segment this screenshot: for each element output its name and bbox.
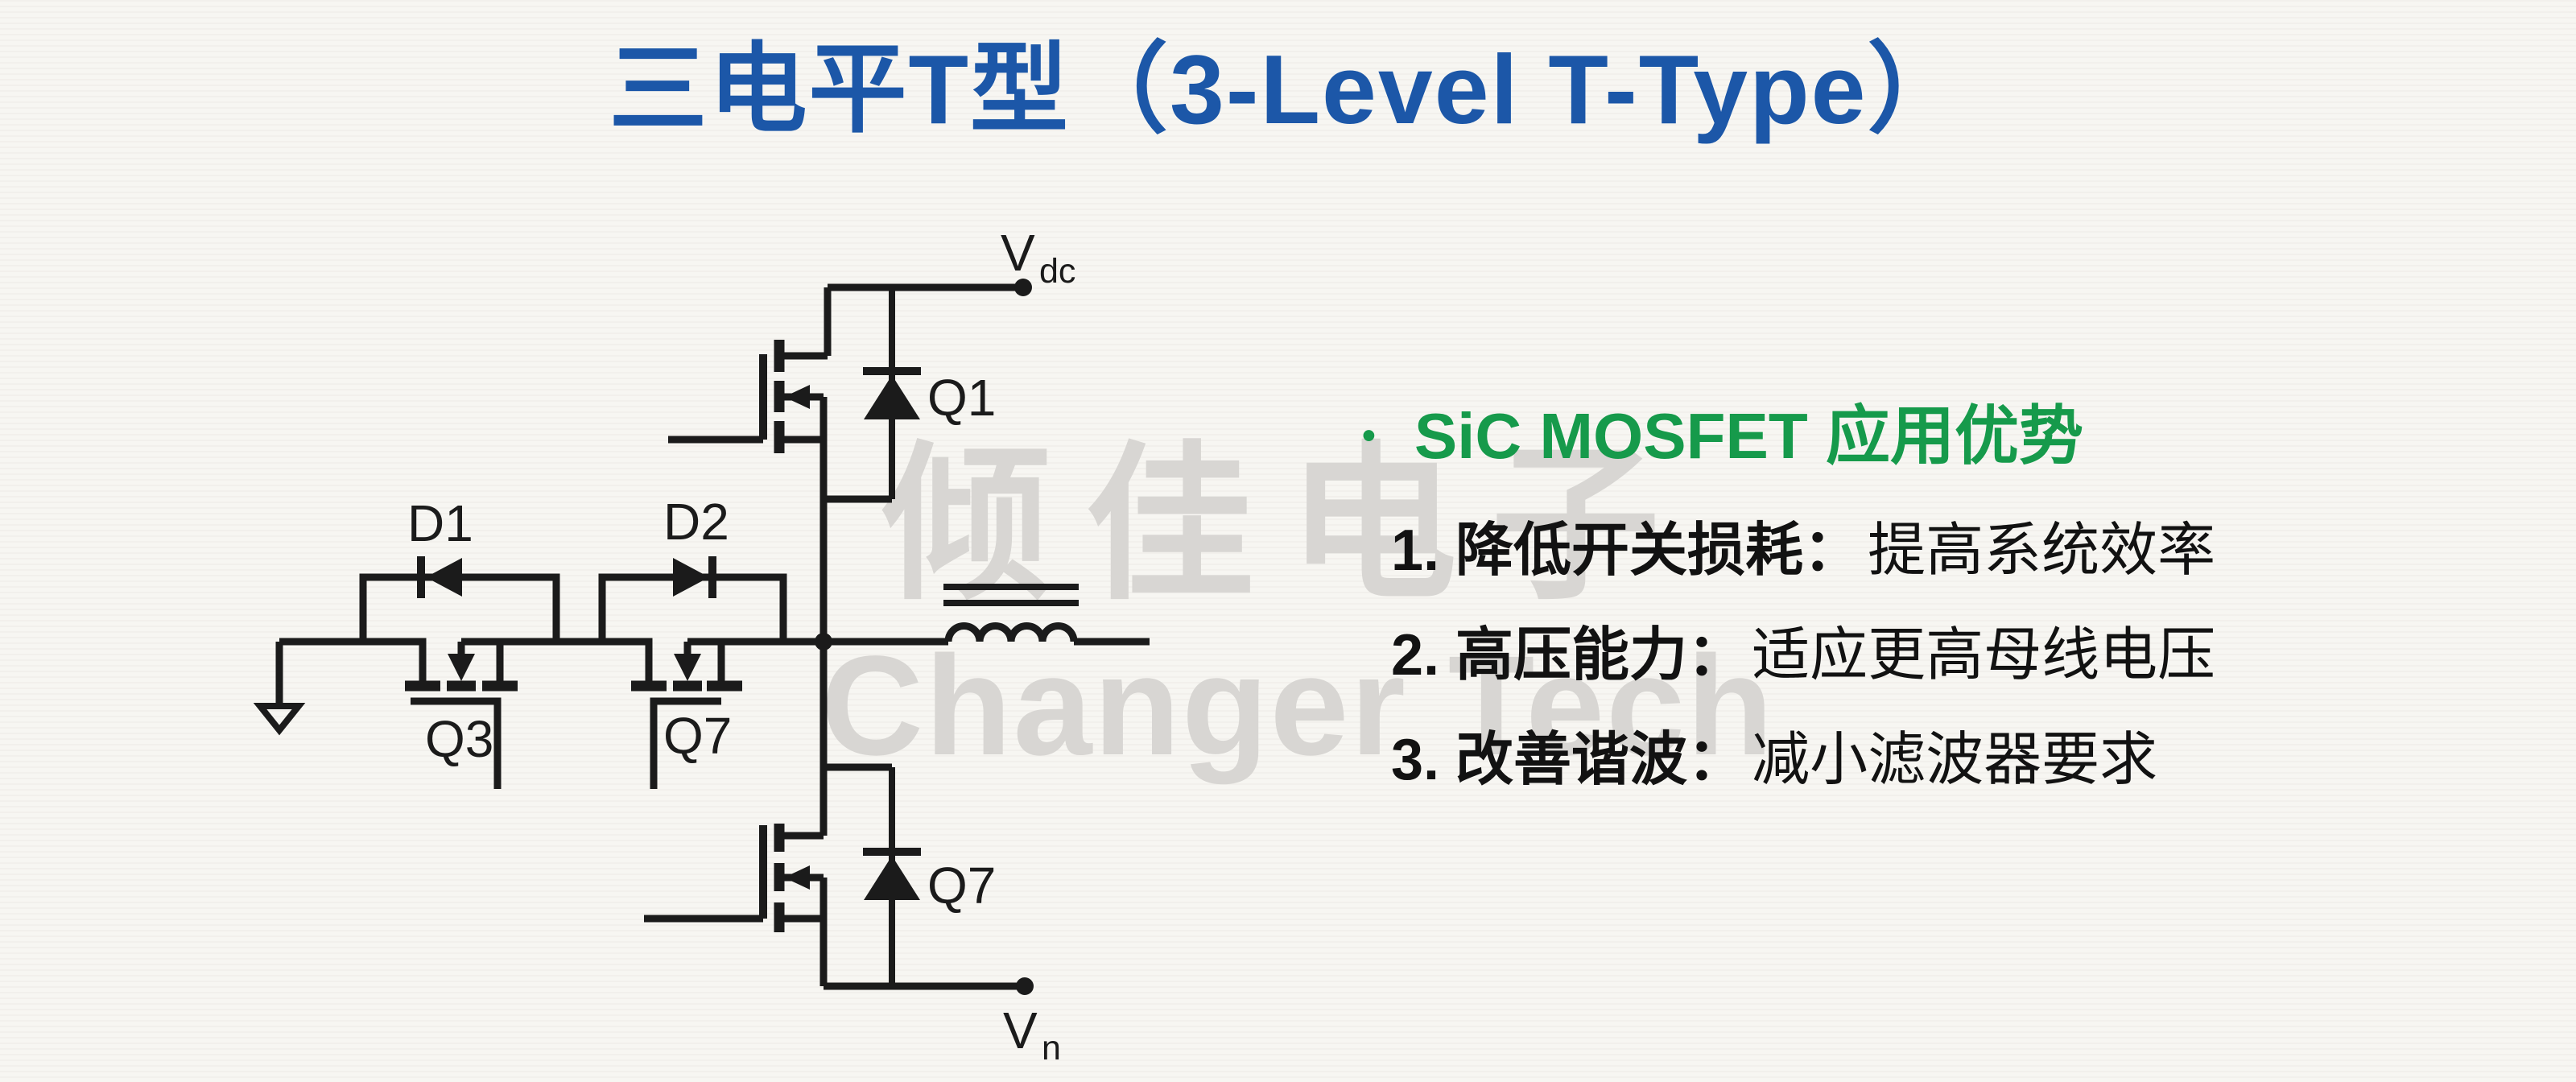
d1-diode-icon [426, 558, 462, 597]
vn-terminal: V n [824, 977, 1061, 1068]
q3-arrow-icon [448, 654, 475, 681]
advantages-heading: • SiC MOSFET 应用优势 [1362, 398, 2083, 475]
middle-branch: Q3 Q7 D1 D2 [279, 493, 824, 789]
q3-mosfet: Q3 [405, 642, 518, 789]
vn-terminal-dot [1016, 977, 1034, 995]
q1-mosfet: Q1 [668, 287, 996, 503]
item-term: 高压能力： [1455, 623, 1746, 688]
item-term: 改善谐波： [1455, 728, 1746, 792]
q7-low-label: Q7 [927, 857, 996, 915]
advantage-item-2: 2.高压能力：适应更高母线电压 [1391, 623, 2215, 688]
ground-triangle-icon [253, 703, 306, 736]
vn-label: V [1003, 1001, 1038, 1059]
advantage-item-1: 1.降低开关损耗：提高系统效率 [1391, 518, 2215, 583]
q3-label: Q3 [425, 710, 493, 768]
item-term: 降低开关损耗： [1455, 518, 1862, 583]
d2-label: D2 [663, 493, 729, 551]
q1-label: Q1 [927, 369, 996, 427]
d2-diode: D2 [598, 493, 787, 642]
page-title: 三电平T型（3-Level T-Type） [609, 35, 1967, 144]
vdc-label-subscript: dc [1039, 252, 1075, 291]
advantage-item-3: 3.改善谐波：减小滤波器要求 [1391, 728, 2157, 792]
vdc-label: V [1001, 224, 1035, 282]
q7-mid-label: Q7 [663, 707, 732, 765]
d1-label: D1 [407, 494, 473, 552]
inductor-coil-icon [944, 622, 1078, 642]
vdc-terminal-dot [1014, 279, 1032, 296]
vn-label-subscript: n [1042, 1029, 1061, 1068]
q7-mid-arrow-icon [674, 654, 701, 681]
ground-symbol [253, 642, 306, 736]
branch-wire-b [461, 638, 653, 682]
q3-gate-lead [411, 697, 502, 789]
q7-mid-mosfet: Q7 [631, 642, 742, 789]
q7-low-mosfet: Q7 [644, 763, 996, 986]
d2-loop-wire [598, 573, 787, 642]
item-description: 适应更高母线电压 [1752, 623, 2216, 688]
branch-wire-a [279, 638, 427, 682]
item-description: 提高系统效率 [1868, 518, 2216, 583]
q7-low-arrow-icon [784, 865, 810, 890]
q7-mid-gate-lead [650, 697, 721, 789]
q7-low-body-diode-icon [864, 856, 920, 900]
item-number: 3. [1391, 728, 1440, 792]
output-inductor [824, 584, 1150, 646]
item-description: 减小滤波器要求 [1752, 728, 2158, 792]
item-number: 1. [1391, 518, 1440, 583]
q1-arrow-icon [784, 385, 810, 409]
advantages-heading-text: SiC MOSFET 应用优势 [1414, 400, 2083, 472]
vdc-terminal: V dc [828, 224, 1075, 296]
d2-diode-icon [673, 558, 709, 597]
item-number: 2. [1391, 623, 1440, 688]
bullet-icon: • [1362, 415, 1376, 457]
q1-body-diode-icon [864, 375, 920, 419]
d1-diode: D1 [359, 494, 560, 642]
